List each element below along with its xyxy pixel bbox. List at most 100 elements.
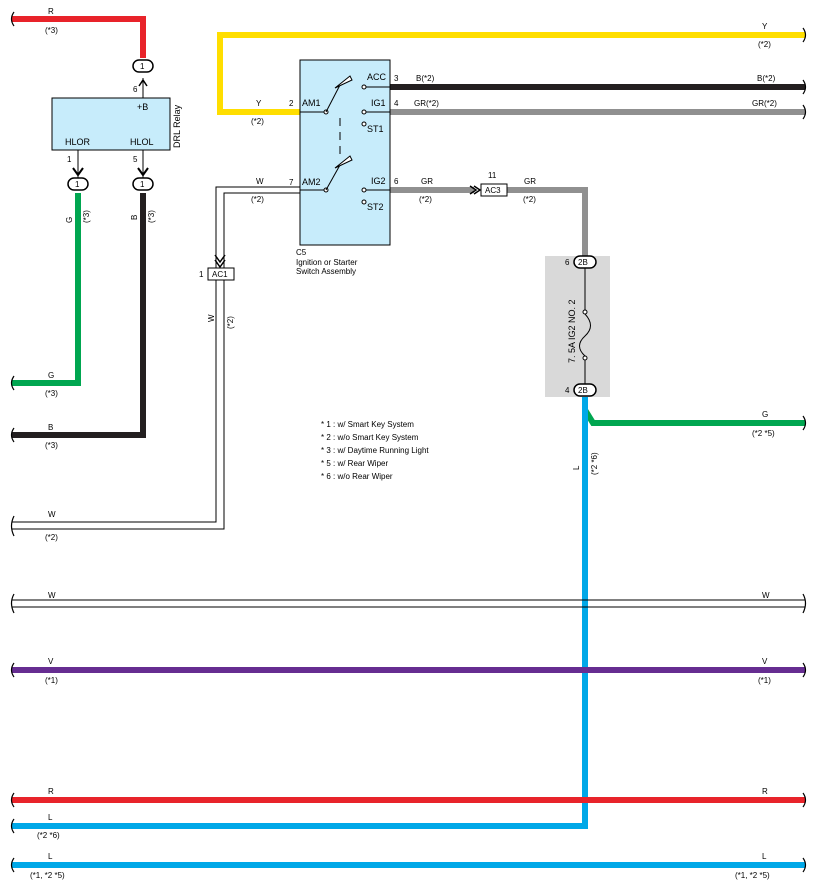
wire-break-marks bbox=[10, 11, 807, 873]
relay-connector-left: 1 bbox=[67, 177, 89, 191]
label-g-left: G bbox=[48, 371, 54, 380]
wire-l-fuse bbox=[12, 397, 588, 829]
connector-ac3: AC3 bbox=[480, 183, 508, 197]
connector-ac1: AC1 bbox=[207, 267, 235, 281]
switch-st2-label: ST2 bbox=[367, 202, 384, 212]
switch-name-line1: Ignition or Starter bbox=[296, 258, 358, 267]
label-r-top: R bbox=[48, 7, 54, 16]
connector-ac1-pin: 1 bbox=[199, 270, 204, 279]
label-b-acc: B(*2) bbox=[416, 74, 435, 83]
note-v-right: (*1) bbox=[758, 676, 771, 685]
drl-relay-hlor-label: HLOR bbox=[65, 137, 91, 147]
label-w-full-right: W bbox=[762, 591, 770, 600]
label-gr-ig2: GR bbox=[421, 177, 433, 186]
switch-id: C5 bbox=[296, 248, 307, 257]
note-w-left1: (*2) bbox=[45, 533, 58, 542]
label-b-acc-right: B(*2) bbox=[757, 74, 776, 83]
note-gr-ac3: (*2) bbox=[523, 195, 536, 204]
fuse-name: 7. 5A IG2 NO. 2 bbox=[567, 299, 577, 363]
note-3: * 3 : w/ Daytime Running Light bbox=[321, 446, 429, 455]
note-r-top: (*3) bbox=[45, 26, 58, 35]
switch-st1-label: ST1 bbox=[367, 124, 384, 134]
label-v-right: V bbox=[762, 657, 768, 666]
fuse-pin-bottom: 4 bbox=[565, 386, 570, 395]
label-g-fuse: G bbox=[762, 410, 768, 419]
label-r-full-right: R bbox=[762, 787, 768, 796]
wire-b-relay bbox=[12, 193, 146, 438]
fuse-connector-top: 2B bbox=[573, 255, 597, 269]
legend-notes: * 1 : w/ Smart Key System * 2 : w/o Smar… bbox=[321, 420, 429, 481]
wire-r-top bbox=[12, 16, 146, 58]
wire-g-relay bbox=[12, 193, 81, 386]
svg-text:2B: 2B bbox=[578, 386, 588, 395]
switch-contacts bbox=[300, 75, 390, 205]
drl-relay-pin6: 6 bbox=[133, 85, 138, 94]
svg-text:2B: 2B bbox=[578, 258, 588, 267]
label-r-full-left: R bbox=[48, 787, 54, 796]
wire-gr-ac3 bbox=[506, 187, 588, 256]
switch-am2-label: AM2 bbox=[302, 177, 321, 187]
note-l-full-right: (*1, *2 *5) bbox=[735, 871, 770, 880]
label-l-mid: L bbox=[48, 813, 53, 822]
label-g-relay: G bbox=[65, 217, 74, 223]
wire-y-top bbox=[217, 32, 805, 115]
note-v-left: (*1) bbox=[45, 676, 58, 685]
note-w-am2: (*2) bbox=[251, 195, 264, 204]
switch-ig2-label: IG2 bbox=[371, 176, 386, 186]
note-l-fuse: (*2 *6) bbox=[590, 452, 599, 475]
drl-relay-hlol-label: HLOL bbox=[130, 137, 154, 147]
note-5: * 6 : w/o Rear Wiper bbox=[321, 472, 393, 481]
connector-ac3-pin: 11 bbox=[488, 171, 497, 180]
fuse-element bbox=[579, 268, 591, 384]
label-w-ac1: W bbox=[207, 314, 216, 322]
label-gr-ig1-right: GR(*2) bbox=[752, 99, 777, 108]
drl-relay-pin1: 1 bbox=[67, 155, 72, 164]
note-gr-ig2: (*2) bbox=[419, 195, 432, 204]
drl-relay-body bbox=[51, 97, 171, 151]
label-l-full-right: L bbox=[762, 852, 767, 861]
label-w-left1: W bbox=[48, 510, 56, 519]
note-l-full-left: (*1, *2 *5) bbox=[30, 871, 65, 880]
switch-pin7: 7 bbox=[289, 178, 294, 187]
note-y-top: (*2) bbox=[758, 40, 771, 49]
switch-pin4: 4 bbox=[394, 99, 399, 108]
label-b-left: B bbox=[48, 423, 53, 432]
note-l-mid: (*2 *6) bbox=[37, 831, 60, 840]
svg-text:1: 1 bbox=[75, 180, 80, 189]
label-gr-ac3: GR bbox=[524, 177, 536, 186]
relay-connector-right: 1 bbox=[132, 177, 154, 191]
note-1: * 1 : w/ Smart Key System bbox=[321, 420, 414, 429]
switch-pin3: 3 bbox=[394, 74, 399, 83]
relay-connector-top: 1 bbox=[132, 59, 154, 73]
drl-relay-pin5: 5 bbox=[133, 155, 138, 164]
note-b-relay: (*3) bbox=[147, 210, 156, 223]
ignition-switch-body bbox=[299, 59, 391, 246]
fuse-pin-top: 6 bbox=[565, 258, 570, 267]
switch-acc-label: ACC bbox=[367, 72, 387, 82]
drl-relay-pin-b-label: +B bbox=[137, 102, 148, 112]
note-g-fuse: (*2 *5) bbox=[752, 429, 775, 438]
label-w-am2: W bbox=[256, 177, 264, 186]
switch-pin2: 2 bbox=[289, 99, 294, 108]
svg-text:1: 1 bbox=[140, 62, 145, 71]
note-2: * 2 : w/o Smart Key System bbox=[321, 433, 419, 442]
label-l-fuse: L bbox=[572, 465, 581, 470]
wire-g-fuse bbox=[582, 408, 805, 426]
svg-text:1: 1 bbox=[140, 180, 145, 189]
note-g-left: (*3) bbox=[45, 389, 58, 398]
note-y-am1: (*2) bbox=[251, 117, 264, 126]
wire-w-full bbox=[12, 599, 805, 608]
drl-relay-name: DRL Relay bbox=[172, 104, 182, 148]
note-w-ac1: (*2) bbox=[226, 316, 235, 329]
label-b-relay: B bbox=[130, 215, 139, 220]
note-b-left: (*3) bbox=[45, 441, 58, 450]
switch-ig1-label: IG1 bbox=[371, 98, 386, 108]
svg-text:AC3: AC3 bbox=[485, 186, 501, 195]
fuse-box bbox=[545, 256, 610, 397]
label-gr-ig1: GR(*2) bbox=[414, 99, 439, 108]
switch-pin6: 6 bbox=[394, 177, 399, 186]
label-l-full-left: L bbox=[48, 852, 53, 861]
label-v-left: V bbox=[48, 657, 54, 666]
fuse-connector-bottom: 2B bbox=[573, 383, 597, 397]
